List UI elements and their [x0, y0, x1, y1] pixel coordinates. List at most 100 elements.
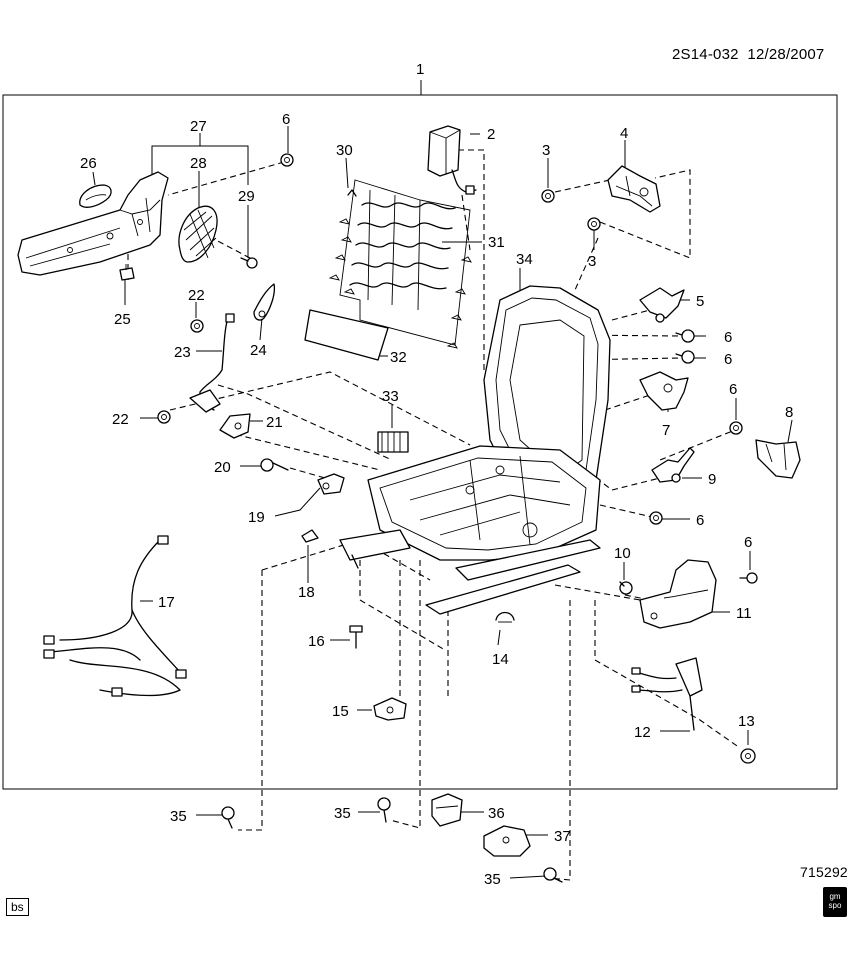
callout-31: 31	[488, 234, 505, 251]
dashed-guides	[127, 149, 741, 881]
callout-32: 32	[390, 349, 407, 366]
callout-23: 23	[174, 344, 191, 361]
callout-17: 17	[158, 594, 175, 611]
callout-3-upper: 3	[542, 142, 550, 159]
callout-22-lower: 22	[112, 411, 129, 428]
part-36-cover	[431, 793, 463, 827]
part-35-bolt-right	[543, 867, 563, 883]
callout-6-right-c: 6	[729, 381, 737, 398]
callout-11: 11	[736, 605, 752, 622]
gm-spo-logo: gm spo	[823, 887, 847, 917]
part-6-bolt-c	[729, 421, 743, 435]
part-18-tab	[301, 529, 319, 543]
callout-20: 20	[214, 459, 231, 476]
part-3-nut-upper	[541, 189, 555, 203]
source-badge: bs	[6, 898, 29, 916]
callout-12: 12	[634, 724, 651, 741]
callout-15: 15	[332, 703, 349, 720]
callout-24: 24	[250, 342, 267, 359]
callout-10: 10	[614, 545, 631, 562]
part-10-bolt	[619, 581, 633, 595]
part-8-cover	[755, 439, 801, 479]
callout-6-right-b: 6	[724, 351, 732, 368]
callout-7: 7	[662, 422, 670, 439]
part-22-nut-lower	[157, 410, 171, 424]
callout-labels: 1 2 3 3 4 5 6 6 6 6 6 6 7 8 9 10 11 12 1…	[80, 61, 793, 888]
logo-line-1: gm	[829, 892, 841, 901]
part-5-bracket	[639, 287, 685, 323]
callout-6-right-d: 6	[696, 512, 704, 529]
part-19-switch	[317, 473, 345, 495]
assembly-frame	[2, 94, 838, 790]
part-6-nut-top	[280, 153, 294, 167]
seat-rails	[339, 529, 601, 615]
callout-6-right-a: 6	[724, 329, 732, 346]
callout-6-right-e: 6	[744, 534, 752, 551]
callout-30: 30	[336, 142, 353, 159]
callout-4: 4	[620, 125, 628, 142]
callout-6-top: 6	[282, 111, 290, 128]
illustration-number: 715292	[800, 864, 848, 880]
callout-35-left: 35	[170, 808, 187, 825]
part-35-bolt-middle	[377, 797, 391, 823]
callout-28: 28	[190, 155, 207, 172]
callout-26: 26	[80, 155, 97, 172]
part-20-bolt	[260, 458, 289, 472]
diagram-header: 2S14-032 12/28/2007	[672, 46, 824, 63]
part-12-buckle	[631, 657, 703, 731]
callout-27: 27	[190, 118, 207, 135]
part-37-cover	[483, 825, 531, 857]
callout-22-upper: 22	[188, 287, 205, 304]
part-14-clip	[495, 611, 515, 623]
part-32-pad	[304, 309, 389, 361]
part-24-handle	[253, 283, 276, 321]
part-29-screw	[240, 257, 258, 269]
callout-37: 37	[554, 828, 571, 845]
part-6-bolt-a	[675, 329, 695, 343]
part-11-shield	[639, 559, 717, 629]
part-22-nut-upper	[190, 319, 204, 333]
part-21-bracket	[219, 413, 251, 439]
callout-35-right: 35	[484, 871, 501, 888]
part-9-lever	[651, 447, 695, 483]
callout-16: 16	[308, 633, 325, 650]
diagram-date: 12/28/2007	[747, 46, 825, 63]
part-17-harness	[43, 535, 187, 697]
callout-33: 33	[382, 388, 399, 405]
callout-8: 8	[785, 404, 793, 421]
callout-21: 21	[266, 414, 283, 431]
part-3-nut-lower	[587, 217, 601, 231]
callout-13: 13	[738, 713, 755, 730]
callout-34: 34	[516, 251, 533, 268]
callout-3-lower: 3	[588, 253, 596, 270]
part-27-side-shield	[17, 171, 169, 276]
seat-cushion-frame	[367, 445, 601, 561]
callout-9: 9	[708, 471, 716, 488]
part-35-bolt-left	[221, 806, 235, 829]
callout-2: 2	[487, 126, 495, 143]
part-6-bolt-e	[739, 572, 758, 584]
part-16-pin	[349, 625, 363, 649]
callout-14: 14	[492, 651, 509, 668]
part-31-spring-mat	[328, 179, 472, 349]
part-4-recliner	[607, 165, 661, 213]
callout-19: 19	[248, 509, 265, 526]
part-7-bracket	[639, 371, 689, 411]
part-6-bolt-d	[649, 511, 663, 525]
callout-36: 36	[488, 805, 505, 822]
part-13-nut	[740, 748, 756, 764]
logo-line-2: spo	[828, 901, 842, 910]
callout-18: 18	[298, 584, 315, 601]
diagram-code: 2S14-032	[672, 46, 739, 63]
part-15-bracket	[373, 697, 407, 721]
part-23-cable	[189, 313, 235, 413]
callout-5: 5	[696, 293, 704, 310]
part-26-lever-knob	[79, 184, 112, 208]
part-25-clip	[119, 264, 135, 281]
part-2-headrest-guide	[427, 125, 477, 195]
callout-29: 29	[238, 188, 255, 205]
part-28-cover	[178, 205, 218, 263]
callout-1: 1	[416, 61, 424, 78]
